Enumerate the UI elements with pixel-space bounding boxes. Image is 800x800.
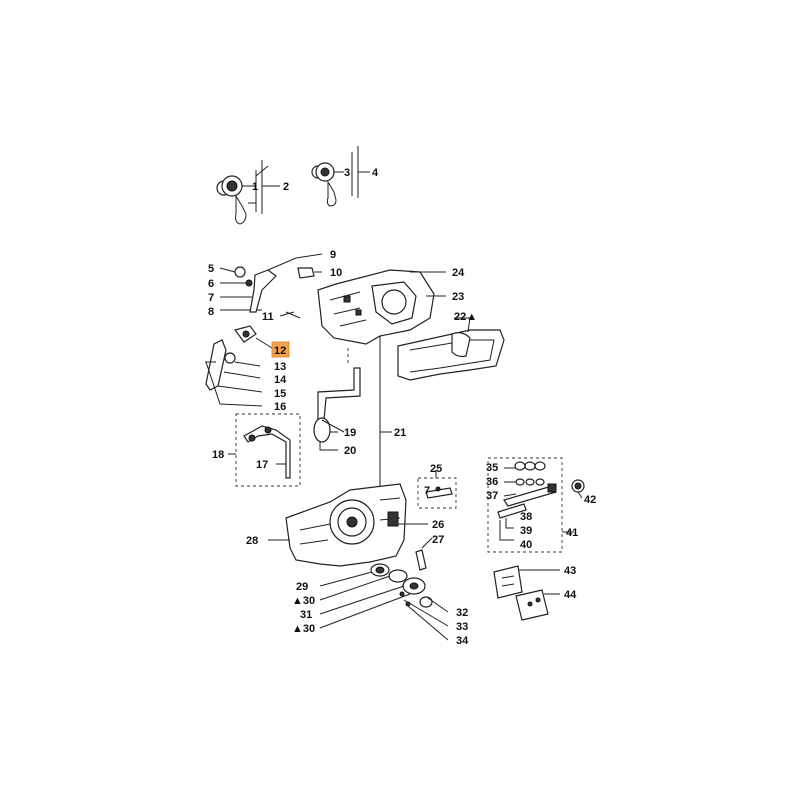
- callout-22: 22▲: [454, 311, 477, 323]
- connector-21: [379, 336, 392, 500]
- callout-2: 2: [283, 181, 289, 193]
- callout-20: 20: [344, 445, 356, 457]
- fuel-cap-assembly: [216, 160, 280, 225]
- callout-12: 12: [274, 345, 286, 357]
- callout-1: 1: [252, 181, 258, 193]
- callout-9: 9: [330, 249, 336, 261]
- callout-14: 14: [274, 374, 287, 386]
- bolt-27: [415, 537, 433, 571]
- callout-40: 40: [520, 539, 532, 551]
- bearings-seals: [319, 563, 449, 641]
- callout-36: 36: [486, 476, 498, 488]
- callout-30b: ▲30: [292, 623, 315, 635]
- callout-30a: ▲30: [292, 595, 315, 607]
- choke-lever-assembly: [205, 325, 273, 407]
- callout-27: 27: [432, 534, 444, 546]
- callout-19: 19: [344, 427, 356, 439]
- oil-cap-assembly: [311, 146, 370, 207]
- callout-34: 34: [456, 635, 469, 647]
- crankcase-upper: [317, 269, 446, 345]
- callout-13: 13: [274, 361, 286, 373]
- fuel-hose-filter: [313, 348, 361, 451]
- callout-5: 5: [208, 263, 214, 275]
- callout-43: 43: [564, 565, 576, 577]
- callout-25: 25: [430, 463, 442, 475]
- callout-16: 16: [274, 401, 286, 413]
- callout-35: 35: [486, 462, 498, 474]
- callout-37: 37: [486, 490, 498, 502]
- callout-41: 41: [566, 527, 578, 539]
- callout-44: 44: [564, 589, 577, 601]
- callout-6: 6: [208, 278, 214, 290]
- side-plates: [493, 565, 560, 621]
- callout-26: 26: [432, 519, 444, 531]
- callout-31: 31: [300, 609, 312, 621]
- callout-38: 38: [520, 511, 532, 523]
- callout-8: 8: [208, 306, 214, 318]
- callout-10: 10: [330, 267, 342, 279]
- callout-7: 7: [208, 292, 214, 304]
- callout-28: 28: [246, 535, 258, 547]
- nut-42: [571, 479, 585, 499]
- oil-pump-assembly: [487, 457, 574, 553]
- callout-7b: 7: [424, 485, 430, 497]
- callout-12-highlight: [271, 341, 290, 358]
- callout-33: 33: [456, 621, 468, 633]
- crankcase-lower: [268, 483, 428, 567]
- cover-gasket: [397, 317, 505, 381]
- callout-24: 24: [452, 267, 465, 279]
- callout-11: 11: [262, 311, 274, 323]
- callout-42: 42: [584, 494, 596, 506]
- callout-17: 17: [256, 459, 268, 471]
- callout-29: 29: [296, 581, 308, 593]
- callout-15: 15: [274, 388, 286, 400]
- callout-18: 18: [212, 449, 224, 461]
- callout-32: 32: [456, 607, 468, 619]
- throttle-linkage: [219, 253, 323, 319]
- callout-39: 39: [520, 525, 532, 537]
- callout-23: 23: [452, 291, 464, 303]
- screw-set-25: [417, 470, 457, 509]
- callout-21: 21: [394, 427, 406, 439]
- callout-4: 4: [372, 167, 379, 179]
- callout-3: 3: [344, 167, 350, 179]
- fuel-line-kit: [228, 413, 301, 487]
